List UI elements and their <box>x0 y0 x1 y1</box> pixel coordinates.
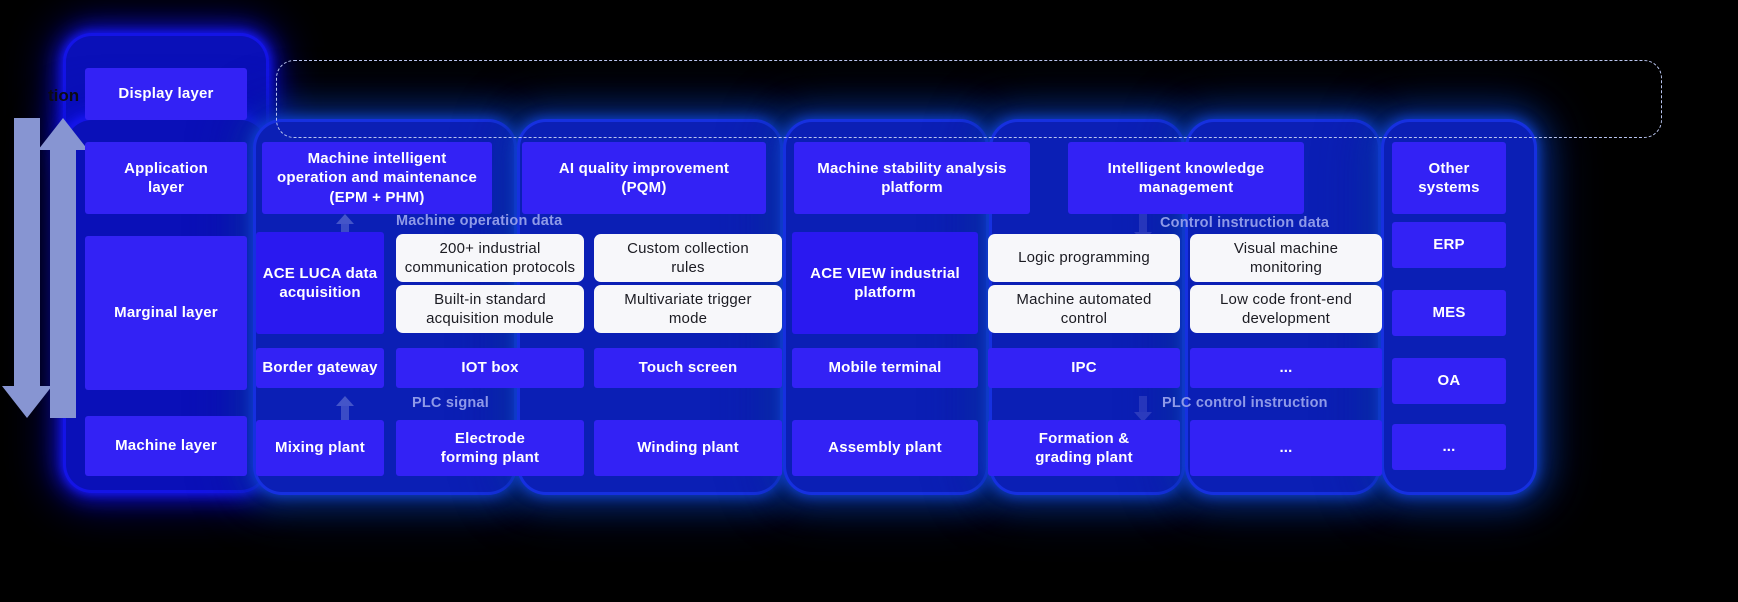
feature-logic-programming[interactable]: Logic programming <box>988 234 1180 282</box>
machine-electrode-forming-plant[interactable]: Electrode forming plant <box>396 420 584 476</box>
app-machine-intelligent-om[interactable]: Machine intelligent operation and mainte… <box>262 142 492 214</box>
app-machine-stability-analysis[interactable]: Machine stability analysis platform <box>794 142 1030 214</box>
layer-machine[interactable]: Machine layer <box>85 416 247 476</box>
machine-assembly-plant[interactable]: Assembly plant <box>792 420 978 476</box>
feature-builtin-standard-acquisition-module[interactable]: Built-in standard acquisition module <box>396 285 584 333</box>
feature-custom-collection-rules[interactable]: Custom collection rules <box>594 234 782 282</box>
display-layer-dashed-outline <box>276 60 1662 138</box>
flow-label-control-instruction-data: Control instruction data <box>1160 215 1330 231</box>
downward-flow-arrow <box>2 118 52 418</box>
upward-flow-arrow <box>38 118 88 418</box>
side-erp[interactable]: ERP <box>1392 222 1506 268</box>
flow-label-plc-control-instruction: PLC control instruction <box>1162 395 1328 411</box>
device-ellipsis[interactable]: ... <box>1190 348 1382 388</box>
app-intelligent-knowledge-management[interactable]: Intelligent knowledge management <box>1068 142 1304 214</box>
flow-label-machine-operation-data: Machine operation data <box>396 213 563 229</box>
machine-winding-plant[interactable]: Winding plant <box>594 420 782 476</box>
plc-signal-arrow-icon <box>336 396 354 422</box>
layer-marginal[interactable]: Marginal layer <box>85 236 247 390</box>
device-mobile-terminal[interactable]: Mobile terminal <box>792 348 978 388</box>
side-mes[interactable]: MES <box>1392 290 1506 336</box>
feature-multivariate-trigger-mode[interactable]: Multivariate trigger mode <box>594 285 782 333</box>
machine-ellipsis[interactable]: ... <box>1190 420 1382 476</box>
flow-label-plc-signal: PLC signal <box>412 395 489 411</box>
layer-application[interactable]: Application layer <box>85 142 247 214</box>
plc-control-instruction-arrow-icon <box>1134 396 1152 422</box>
feature-low-code-frontend-development[interactable]: Low code front-end development <box>1190 285 1382 333</box>
app-ai-quality-improvement[interactable]: AI quality improvement (PQM) <box>522 142 766 214</box>
device-ipc[interactable]: IPC <box>988 348 1180 388</box>
layer-display[interactable]: Display layer <box>85 68 247 120</box>
feature-200-industrial-protocols[interactable]: 200+ industrial communication protocols <box>396 234 584 282</box>
device-touch-screen[interactable]: Touch screen <box>594 348 782 388</box>
feature-machine-automated-control[interactable]: Machine automated control <box>988 285 1180 333</box>
platform-ace-luca-data-acquisition[interactable]: ACE LUCA data acquisition <box>256 232 384 334</box>
device-border-gateway[interactable]: Border gateway <box>256 348 384 388</box>
feature-visual-machine-monitoring[interactable]: Visual machine monitoring <box>1190 234 1382 282</box>
machine-formation-grading-plant[interactable]: Formation & grading plant <box>988 420 1180 476</box>
platform-ace-view-industrial[interactable]: ACE VIEW industrial platform <box>792 232 978 334</box>
side-other-systems[interactable]: Other systems <box>1392 142 1506 214</box>
device-iot-box[interactable]: IOT box <box>396 348 584 388</box>
clipped-title-fragment: tion <box>48 86 80 105</box>
side-oa[interactable]: OA <box>1392 358 1506 404</box>
machine-mixing-plant[interactable]: Mixing plant <box>256 420 384 476</box>
side-ellipsis[interactable]: ... <box>1392 424 1506 470</box>
